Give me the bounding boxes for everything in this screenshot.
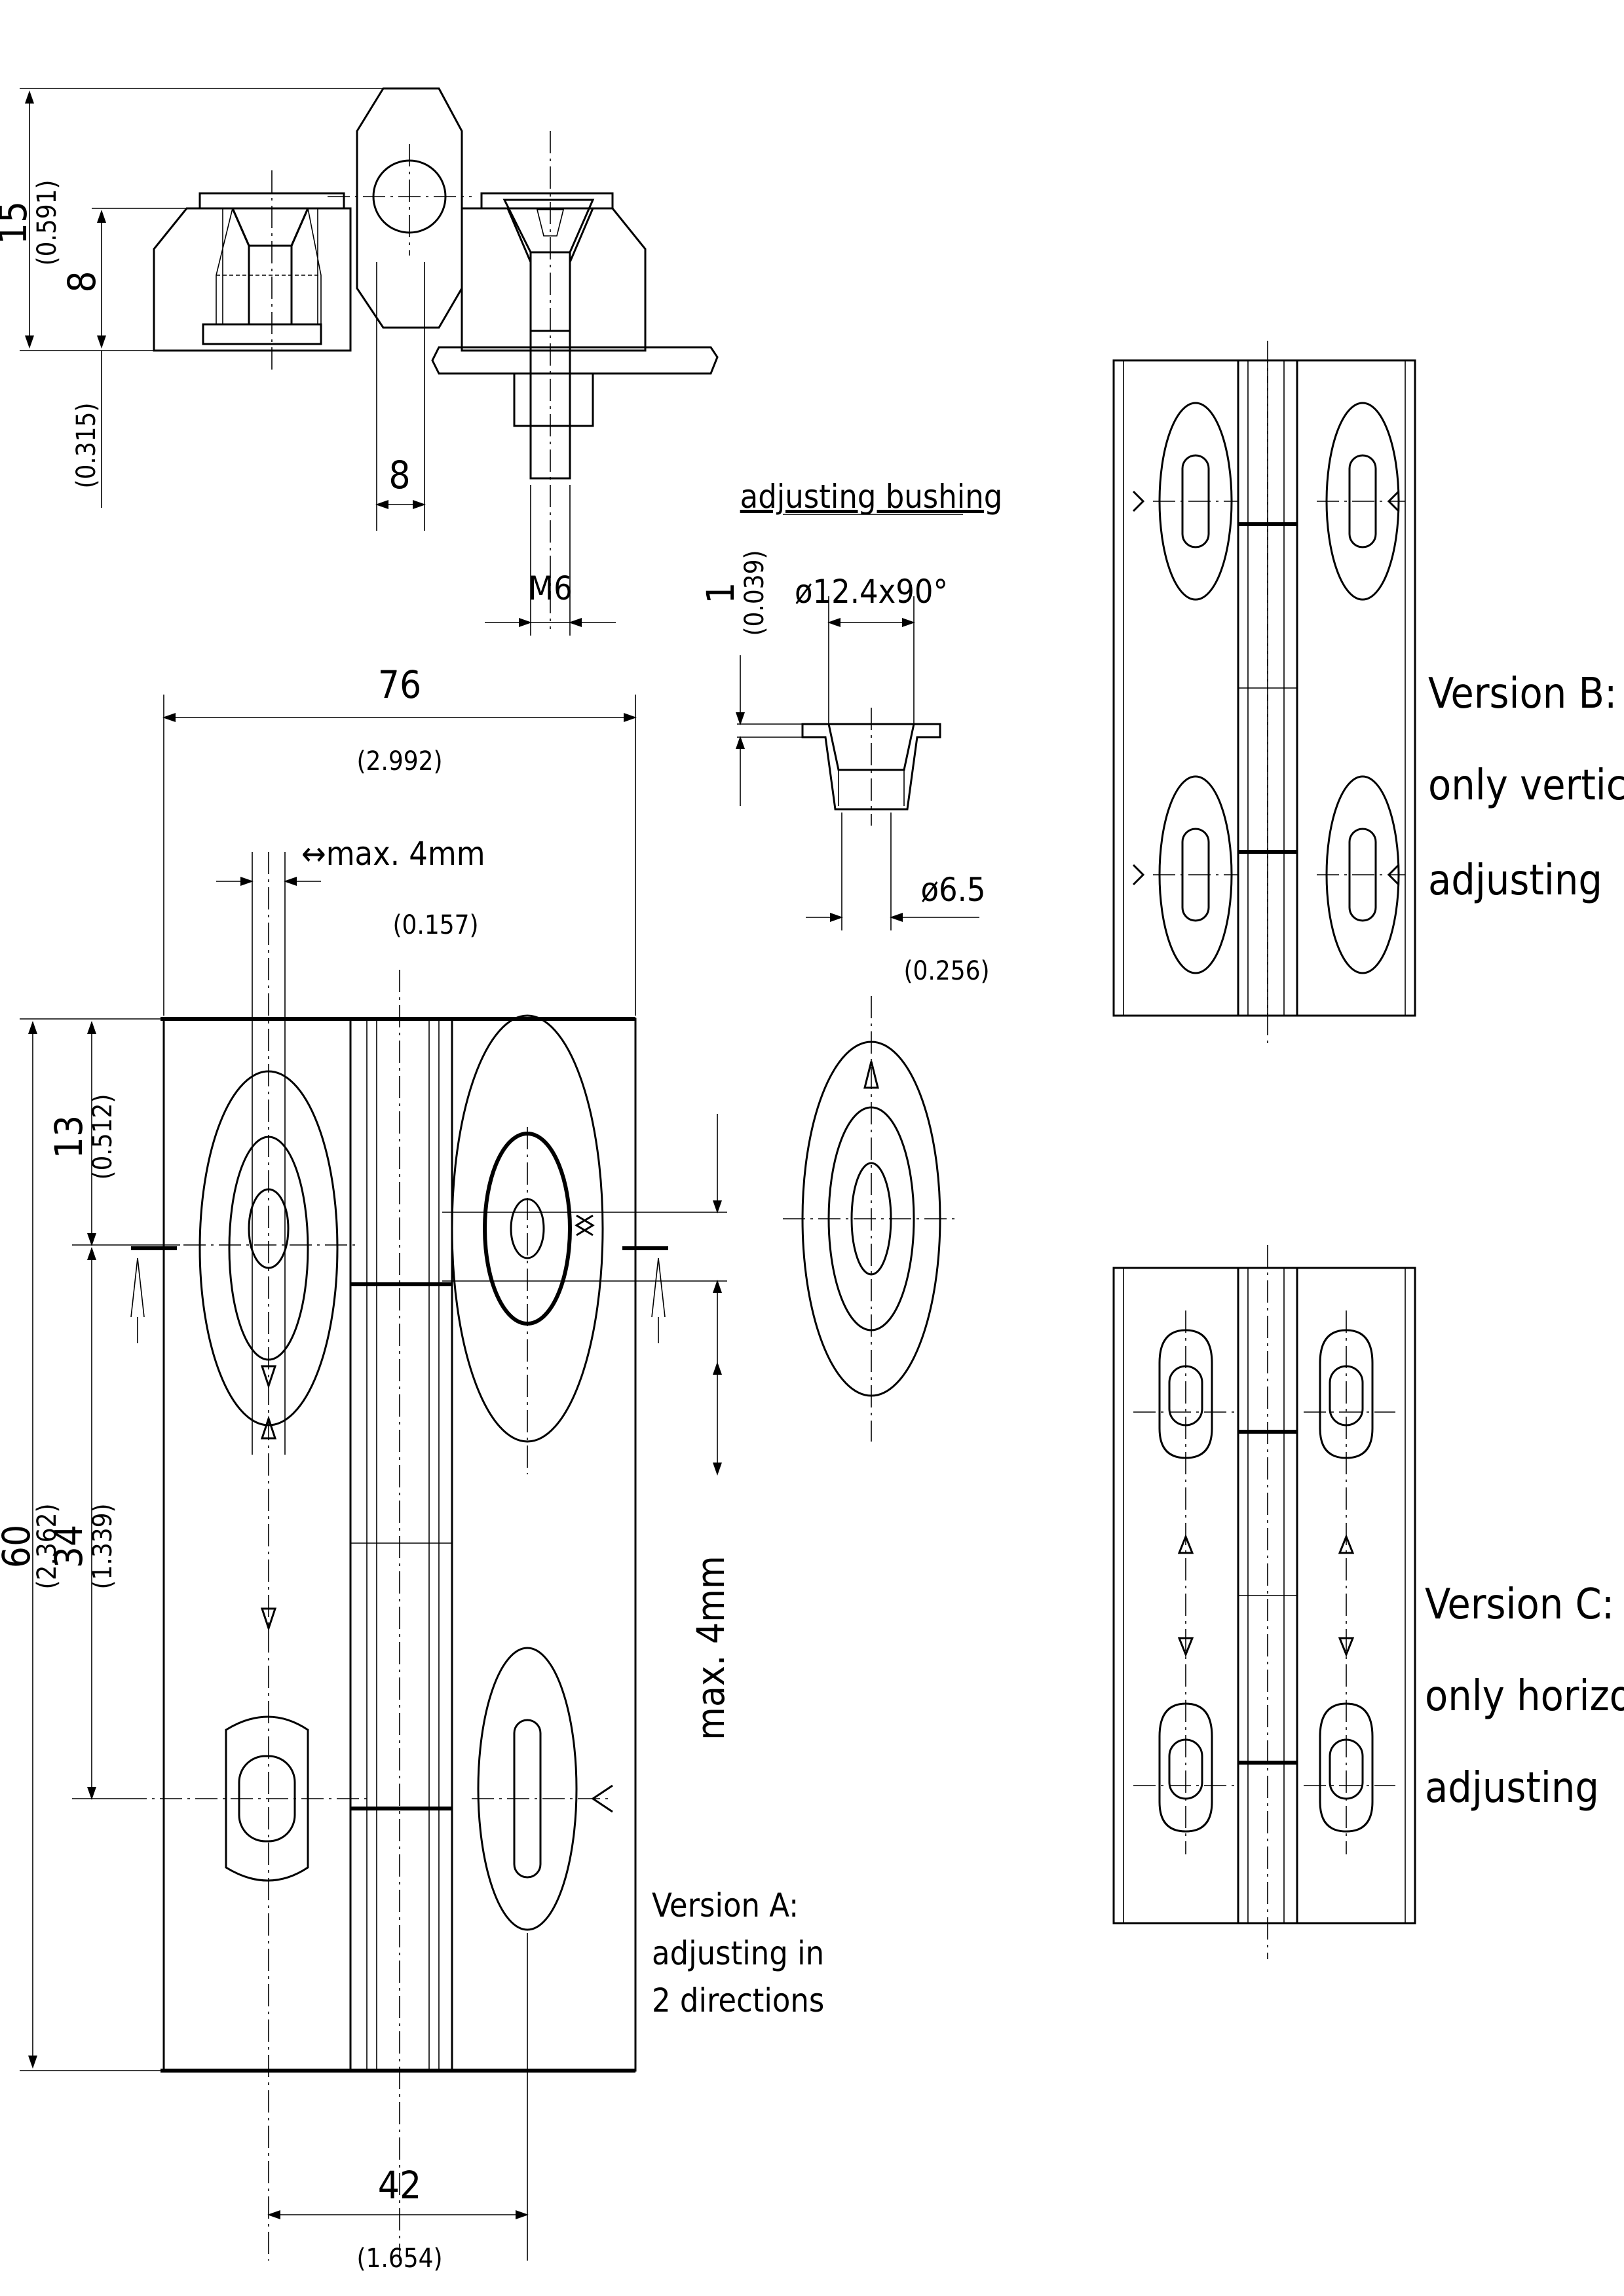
dim-vertical-max: max. 4mm bbox=[689, 1556, 733, 1740]
version-a-line-2: adjusting in bbox=[652, 1934, 824, 1972]
dim-13-inch: (0.512) bbox=[88, 1094, 118, 1179]
dim-1: 1 bbox=[698, 582, 743, 603]
dim-42: 42 bbox=[378, 2163, 421, 2208]
version-c-caption: Version C: only horizontal adjusting bbox=[1425, 1580, 1624, 1812]
dim-13: 13 bbox=[47, 1115, 91, 1158]
version-c-view bbox=[1112, 1245, 1416, 1959]
dim-76-inch: (2.992) bbox=[356, 746, 442, 776]
bushing-top-view bbox=[783, 996, 960, 1442]
dim-34: 34 bbox=[47, 1525, 91, 1568]
dimension-labels: 15 (0.591) 8 (0.315) 8 M6 adjusting bush… bbox=[0, 180, 1002, 2274]
dim-6-5: ø6.5 bbox=[920, 871, 985, 909]
dim-8-height: 8 bbox=[60, 271, 104, 292]
version-b-line-2: only vertical bbox=[1428, 761, 1624, 810]
dim-m6: M6 bbox=[528, 569, 572, 607]
dim-15-inch: (0.591) bbox=[32, 180, 62, 265]
version-c-line-3: adjusting bbox=[1425, 1764, 1599, 1812]
version-b-line-3: adjusting bbox=[1428, 856, 1602, 905]
version-a-line-3: 2 directions bbox=[652, 1981, 824, 2019]
dim-12-4: ø12.4x90° bbox=[795, 573, 948, 611]
dim-60-inch: (2.362) bbox=[32, 1503, 62, 1589]
version-c-line-2: only horizontal bbox=[1425, 1672, 1624, 1721]
version-a-line-1: Version A: bbox=[652, 1886, 799, 1924]
dim-1-inch: (0.039) bbox=[740, 550, 770, 636]
dim-8-inch: (0.315) bbox=[71, 402, 102, 488]
dim-8-width: 8 bbox=[388, 453, 410, 497]
version-b-view bbox=[1112, 341, 1416, 1048]
dim-60: 60 bbox=[0, 1525, 39, 1568]
version-c-line-1: Version C: bbox=[1425, 1580, 1614, 1629]
dim-15: 15 bbox=[0, 201, 35, 244]
dim-42-inch: (1.654) bbox=[356, 2244, 442, 2274]
adjusting-bushing-detail bbox=[736, 514, 979, 930]
bushing-title: adjusting bushing bbox=[740, 478, 1003, 516]
dim-adjust-max: ↔max. 4mm bbox=[301, 835, 485, 873]
dim-adjust-inch: (0.157) bbox=[392, 910, 478, 940]
version-b-line-1: Version B: bbox=[1428, 670, 1617, 718]
version-b-caption: Version B: only vertical adjusting bbox=[1428, 670, 1624, 905]
version-a-caption: Version A: adjusting in 2 directions bbox=[652, 1886, 824, 2019]
front-view-version-a bbox=[20, 695, 727, 2261]
dim-76: 76 bbox=[378, 662, 421, 707]
section-view bbox=[20, 87, 719, 636]
dim-34-inch: (1.339) bbox=[88, 1503, 118, 1589]
dim-6-5-inch: (0.256) bbox=[903, 956, 989, 986]
